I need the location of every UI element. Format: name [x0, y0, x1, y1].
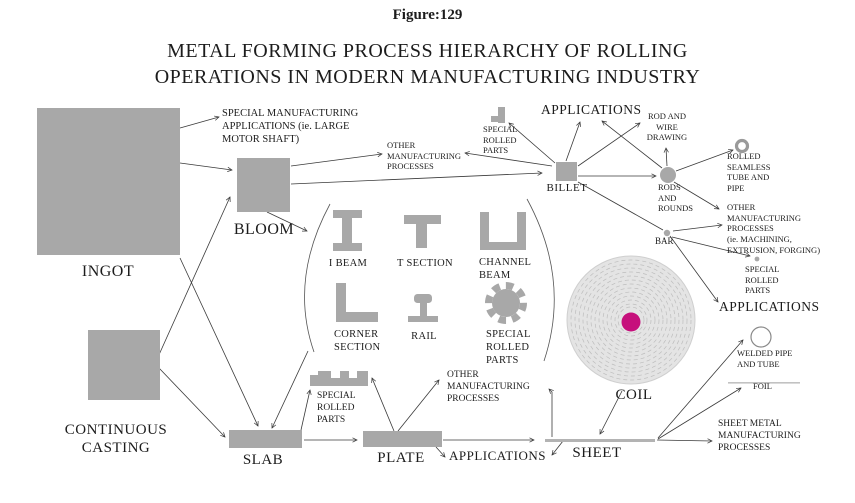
special-rolled-dot-icon [754, 256, 760, 262]
ingot-box [37, 108, 180, 255]
arrow-bloom-billet [290, 170, 543, 185]
left-arc [304, 203, 331, 353]
arrow-cc-slab [158, 367, 226, 438]
coil-center-dot [621, 312, 641, 332]
arrow-bar-applications [669, 235, 719, 303]
arrow-sheet-othermfg [548, 388, 554, 437]
arrow-ingot-bloom [179, 162, 233, 172]
arrow-bar-othermfg [672, 222, 723, 232]
arrow-slab-specialpart [300, 389, 312, 431]
arrow-sheet-applications [551, 440, 564, 456]
billet-label: BILLET [546, 182, 588, 194]
arrow-sheet-weldedpipe [657, 339, 744, 439]
arrow-sections-slab [271, 350, 309, 429]
sections-group-arcs [304, 198, 555, 362]
billet-box [556, 162, 577, 181]
sheet-metal-mfg-label: SHEET METAL MANUFACTURING PROCESSES [718, 419, 801, 453]
special-rolled-top-label: SPECIAL ROLLED PARTS [483, 124, 518, 156]
line-billet-bar [577, 181, 664, 231]
sheet-line [545, 439, 655, 442]
special-rolled-top-icon [498, 107, 505, 123]
slab-label: SLAB [242, 452, 284, 468]
special-rolled-slab-label: SPECIAL ROLLED PARTS [317, 391, 356, 425]
continuous-casting-label: CONTINUOUS CASTING [64, 422, 168, 456]
applications-top-label: APPLICATIONS [541, 102, 642, 117]
arrow-billet-othermfg [464, 151, 553, 167]
special-rolled-parts-label: SPECIAL ROLLED PARTS [486, 329, 531, 367]
corner-section-label: CORNER SECTION [334, 329, 381, 354]
arrow-rods-othermfg [673, 181, 720, 210]
other-mfg-top-label: OTHER MANUFACTURING PROCESSES [387, 140, 461, 172]
bloom-box [237, 158, 290, 212]
arrow-rods-drawing [663, 147, 669, 167]
process-blocks [37, 107, 800, 448]
applications-bottom-label: APPLICATIONS [449, 448, 547, 463]
coil-icon [566, 255, 696, 385]
arrow-billet-specialrolled [508, 122, 556, 164]
figure-label: Figure:129 [392, 7, 463, 23]
flow-arrows [157, 115, 751, 458]
arrow-ingot-special-mfg [179, 115, 220, 129]
arrow-sheet-sheetmetal [656, 438, 713, 444]
arrow-plate-applications [435, 446, 446, 458]
continuous-casting-box [88, 330, 160, 400]
t-section-label: T SECTION [397, 258, 453, 269]
sheet-label: SHEET [572, 445, 622, 461]
page-title: METAL FORMING PROCESS HIERARCHY OF ROLLI… [154, 40, 701, 88]
i-beam-label: I BEAM [328, 258, 368, 269]
applications-right-label: APPLICATIONS [719, 299, 820, 314]
arrow-coil-sheet [599, 390, 623, 435]
rods-and-rounds-label: RODS AND ROUNDS [658, 182, 693, 214]
arrow-bloom-othermfg [290, 152, 383, 167]
slab-bar [229, 430, 302, 448]
foil-label: FOIL [753, 381, 772, 391]
welded-pipe-circle-icon [750, 326, 772, 348]
arrow-ingot-slab [179, 257, 259, 427]
plate-bar [363, 431, 442, 447]
arrow-bar-specialrolled [671, 236, 751, 258]
foil-line [728, 382, 800, 384]
special-rolled-right-label: SPECIAL ROLLED PARTS [745, 264, 780, 296]
coil-label: COIL [615, 387, 653, 403]
gear-icon [485, 282, 527, 324]
corner-section-icon [336, 283, 378, 322]
arrow-bloom-sections [266, 211, 308, 232]
other-mfg-right-label: OTHER MANUFACTURING PROCESSES (ie. MACHI… [727, 202, 821, 255]
other-mfg-plate-label: OTHER MANUFACTURING PROCESSES [447, 370, 530, 404]
arrow-sheet-foil [657, 387, 742, 440]
arrow-rods-seamless [675, 149, 734, 172]
arrow-cc-bloom [157, 196, 231, 358]
i-beam-icon [333, 210, 362, 251]
rail-label: RAIL [411, 331, 437, 342]
rolled-seamless-ring-icon [734, 138, 750, 154]
welded-pipe-label: WELDED PIPE AND TUBE [737, 348, 793, 369]
t-section-icon [404, 215, 441, 248]
rail-icon [408, 294, 438, 322]
ingot-label: INGOT [81, 263, 135, 280]
rod-and-wire-drawing-label: ROD AND WIRE DRAWING [646, 111, 688, 143]
rods-and-rounds-icon [660, 167, 676, 183]
special-rolled-top-icon-foot [491, 116, 498, 122]
channel-beam-icon [480, 212, 526, 250]
right-arc [526, 198, 555, 362]
section-icons [333, 210, 527, 324]
arrow-billet-rodwire [577, 122, 641, 167]
bar-label: BAR [655, 236, 674, 246]
special-mfg-applications-label: SPECIAL MANUFACTURING APPLICATIONS (ie. … [222, 108, 359, 146]
rolled-seamless-label: ROLLED SEAMLESS TUBE AND PIPE [727, 151, 771, 193]
bloom-label: BLOOM [233, 221, 295, 238]
arrow-plate-othermfg [397, 379, 440, 432]
special-rolled-slab-icon [310, 371, 368, 386]
arrow-billet-applications [565, 121, 581, 162]
arrow-plate-specialpart [371, 377, 395, 432]
arrow-rods-applications [601, 120, 663, 169]
channel-beam-label: CHANNEL BEAM [479, 257, 532, 282]
bar-icon [663, 229, 671, 237]
plate-label: PLATE [377, 450, 425, 466]
